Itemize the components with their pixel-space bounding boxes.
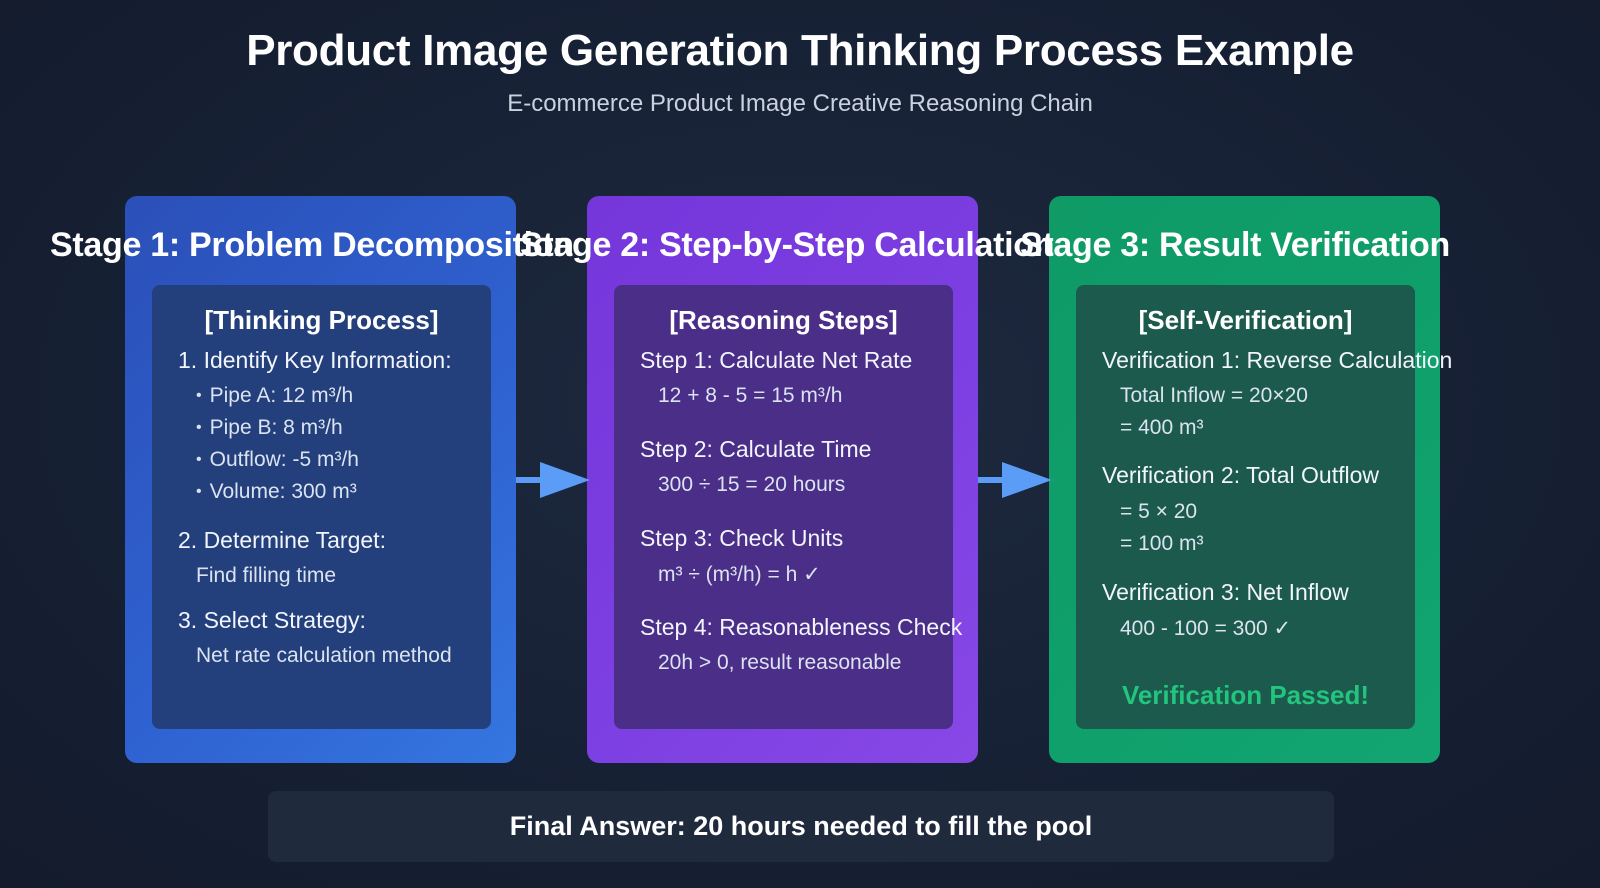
final-answer-box: Final Answer: 20 hours needed to fill th… bbox=[268, 791, 1334, 862]
stage-3-title: Stage 3: Result Verification bbox=[1020, 226, 1450, 264]
stage-3-line: = 5 × 20 bbox=[1120, 500, 1198, 523]
stage-1-title: Stage 1: Problem Decomposition bbox=[50, 226, 574, 264]
stage-3-line: = 400 m³ bbox=[1120, 416, 1204, 439]
stage-3-line: = 100 m³ bbox=[1120, 532, 1204, 555]
stage-2-line: 12 + 8 - 5 = 15 m³/h bbox=[658, 384, 843, 407]
stage-1-bullet: Outflow: -5 m³/h bbox=[196, 448, 359, 472]
stage-2-panel: [Reasoning Steps] Step 1: Calculate Net … bbox=[614, 285, 962, 729]
stage-2-line: 20h > 0, result reasonable bbox=[658, 651, 902, 674]
stage-3-heading: [Self-Verification] bbox=[1138, 305, 1353, 335]
stage-3-line: Verification 2: Total Outflow bbox=[1102, 462, 1379, 488]
stage-2-line: 300 ÷ 15 = 20 hours bbox=[658, 473, 846, 496]
stage-1-line: 3. Select Strategy: bbox=[178, 607, 366, 633]
final-answer-text: Final Answer: 20 hours needed to fill th… bbox=[509, 811, 1093, 841]
stage-2-line: Step 2: Calculate Time bbox=[640, 436, 872, 462]
stage-3-line: Total Inflow = 20×20 bbox=[1120, 384, 1308, 407]
stage-1-line: 2. Determine Target: bbox=[178, 527, 386, 553]
stage-2-line: Step 1: Calculate Net Rate bbox=[640, 347, 913, 373]
page-title: Product Image Generation Thinking Proces… bbox=[246, 26, 1354, 75]
verification-passed-label: Verification Passed! bbox=[1121, 680, 1370, 710]
arrow-right-icon bbox=[516, 462, 590, 498]
stage-1-heading: [Thinking Process] bbox=[204, 305, 439, 335]
stage-3-line: 400 - 100 = 300 ✓ bbox=[1120, 617, 1292, 640]
stage-1-line: 1. Identify Key Information: bbox=[178, 347, 452, 373]
stage-1-bullet: Volume: 300 m³ bbox=[196, 480, 357, 504]
stage-3-line: Verification 3: Net Inflow bbox=[1102, 579, 1349, 605]
stage-2-line: m³ ÷ (m³/h) = h ✓ bbox=[658, 563, 821, 586]
stage-2-title: Stage 2: Step-by-Step Calculation bbox=[520, 226, 1055, 264]
stage-3-panel: [Self-Verification] Verification 1: Reve… bbox=[1076, 285, 1452, 729]
stage-2-line: Step 3: Check Units bbox=[640, 525, 844, 551]
stage-1-line: Find filling time bbox=[196, 564, 337, 587]
stage-2-line: Step 4: Reasonableness Check bbox=[640, 614, 963, 640]
page-subtitle: E-commerce Product Image Creative Reason… bbox=[507, 90, 1093, 117]
stage-2-heading: [Reasoning Steps] bbox=[669, 305, 898, 335]
stage-1-line: Net rate calculation method bbox=[196, 644, 452, 667]
stage-1-bullet: Pipe B: 8 m³/h bbox=[196, 416, 343, 440]
stage-3-line: Verification 1: Reverse Calculation bbox=[1102, 347, 1453, 373]
stage-1-panel: [Thinking Process] 1. Identify Key Infor… bbox=[152, 285, 491, 729]
arrow-right-icon bbox=[978, 462, 1052, 498]
stage-1-bullet: Pipe A: 12 m³/h bbox=[196, 384, 354, 408]
